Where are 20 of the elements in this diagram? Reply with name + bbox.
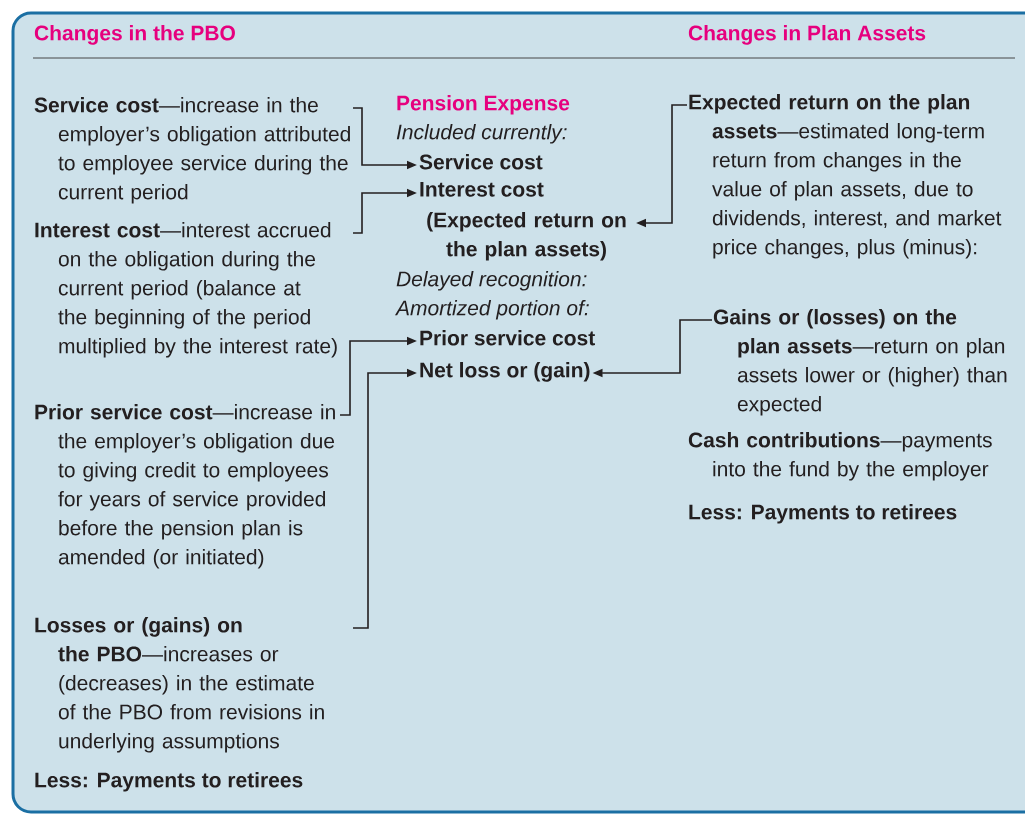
text-label: Less: Payments to retirees bbox=[689, 504, 957, 524]
entry-text: Service cost bbox=[419, 154, 543, 170]
entry-text: Losses or (gains) on the PBO—increases or (decreases) in the estimate of the PBO from revisions in underlying assumptions bbox=[35, 617, 324, 753]
text-label: Cash contributions—payments into the fund by the employer bbox=[688, 432, 992, 481]
heading: Changes in Plan Assets bbox=[688, 25, 926, 45]
entry-text: Gains or (losses) on the plan assets—return on plan assets lower or (higher) than expected bbox=[713, 309, 1007, 416]
heading: Pension Expense bbox=[397, 95, 570, 115]
entry-text: Service cost—increase in the employer’s obligation attributed to employee service during the current period bbox=[34, 97, 350, 204]
entry-text: Expected return on the plan assets—estimated long-term return from changes in the value of plan assets, due to dividends, interest, and market price changes, plus (minus): bbox=[689, 94, 1002, 259]
entry-text: (Expected return on the plan assets) bbox=[427, 212, 626, 261]
subheading: Included currently: bbox=[396, 124, 567, 144]
entry-text: Prior service cost—increase in the employer’s obligation due to giving credit to employees for years of service provided before the pension plan is amended (or initiated) bbox=[35, 404, 335, 569]
text-label: Less: Payments to retirees bbox=[35, 772, 303, 792]
subheading: Amortized portion of: bbox=[394, 300, 589, 320]
entry-text: Net loss or (gain) bbox=[420, 362, 590, 382]
entry-text: Interest cost—interest accrued on the obligation during the current period (balance at the beginning of the period multiplied by the interest rate) bbox=[35, 222, 337, 358]
entry-text: Interest cost bbox=[420, 182, 544, 197]
subheading: Delayed recognition: bbox=[396, 271, 587, 291]
entry-text: Prior service cost bbox=[420, 330, 595, 346]
heading: Changes in the PBO bbox=[34, 25, 235, 45]
